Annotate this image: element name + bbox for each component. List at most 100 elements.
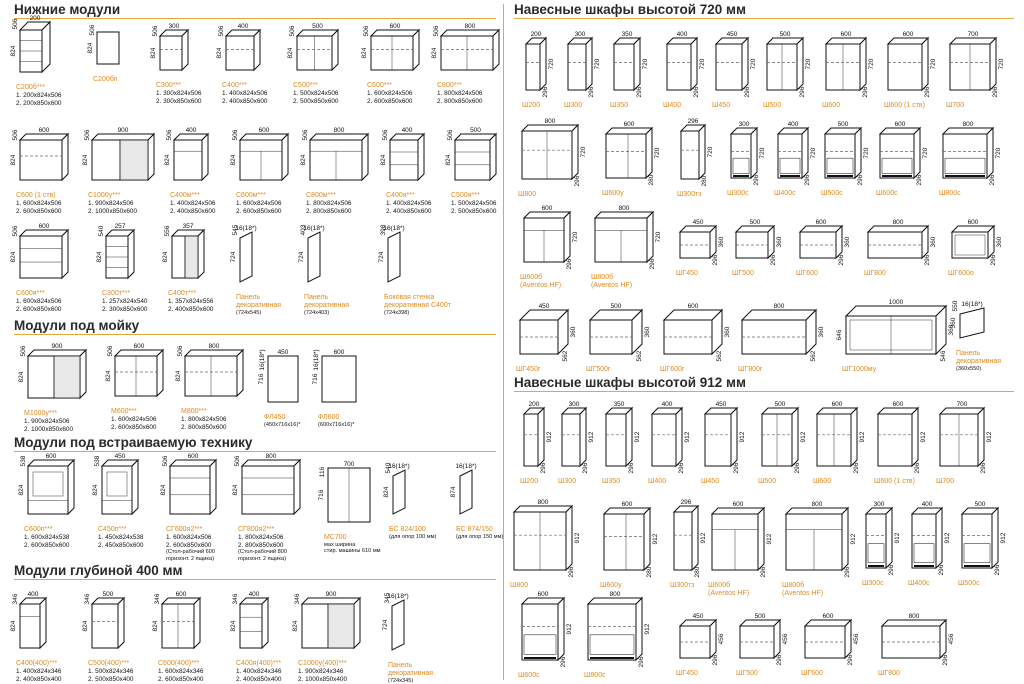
cabinet-side [61, 228, 69, 280]
module-code: Ш200 [522, 102, 541, 109]
module-code: ШГ800 [878, 670, 900, 677]
cabinet-side [39, 596, 47, 650]
dimension-label-left: 824 [216, 47, 223, 58]
module-size-line: 1. 600x824x506 [367, 90, 413, 97]
dimension-label-right: 912 [644, 623, 651, 634]
dimension-label-left: 360 [950, 317, 957, 328]
module-caption: Ш400с [908, 580, 968, 588]
dimension-label-top: 296 [688, 118, 699, 125]
cabinet-side [850, 406, 858, 468]
cabinet-front [881, 625, 941, 659]
dimension-label-top: 600 [39, 127, 50, 134]
cabinet-side [131, 458, 139, 516]
module-size-line: 2. 600x850x400 [158, 675, 204, 683]
dimension-label-top: 800 [909, 613, 920, 620]
module-code: С1000у(400)*** [298, 660, 347, 667]
dimension-label-top: 450 [693, 613, 704, 620]
dimension-label-bottom: 296 [989, 174, 996, 185]
dimension-label-bottom: 296 [804, 174, 811, 185]
dimension-label-right: 360 [948, 324, 955, 335]
dimension-label-right: 360 [644, 326, 651, 337]
dimension-label-top: 400 [788, 121, 799, 128]
dimension-label-left: 824 [87, 42, 94, 53]
dimension-label-top: 357 [183, 223, 194, 230]
dimension-label-right: 720 [750, 58, 757, 69]
dimension-label-right: 720 [654, 147, 661, 158]
module-caption: Ш300тз [677, 191, 731, 199]
dimension-label-top: 600 [895, 121, 906, 128]
cabinet-front [587, 603, 637, 661]
module-caption: С200бп [93, 76, 145, 84]
dimension-label-top: 700 [344, 461, 355, 468]
dimension-label-left: 724 [230, 251, 237, 262]
dimension-label-top: 400 [402, 127, 413, 134]
module-caption: ШГ600 [796, 270, 868, 278]
module-code: Ш400с [774, 190, 796, 197]
dimension-label-bottom: 546 [940, 350, 947, 361]
dimension-label-left: 824 [152, 620, 159, 631]
dimension-label-side: 403 [300, 224, 307, 235]
module-code: Ш200 [520, 478, 539, 485]
cabinet-front [169, 465, 211, 515]
dimension-label-right: 456 [782, 633, 789, 644]
dimension-label-right: 912 [652, 533, 659, 544]
module-code: М600*** [111, 408, 137, 415]
module-caption: Ш600у [600, 582, 676, 590]
module-caption: Ш800 [510, 582, 598, 590]
cabinet-top [740, 309, 818, 321]
dimension-label-side: 540 [385, 462, 392, 473]
dimension-label-bottom: 296 [799, 86, 806, 97]
cabinet-side [921, 224, 929, 260]
module-code: Ш600 (1 ств) [874, 478, 915, 485]
dimension-label-top: 600 [334, 349, 345, 356]
module-caption: Ш800с [939, 190, 1019, 198]
module-caption: Ш300с [862, 580, 918, 588]
cabinet-side [331, 28, 339, 72]
dimension-label-side: 506 [177, 345, 184, 356]
cabinet-side [844, 618, 852, 660]
module-code: Ш800 [510, 582, 529, 589]
dimension-label-side: 506 [12, 129, 19, 140]
open-shelf [954, 234, 986, 256]
dimension-label-top: 600 [39, 223, 50, 230]
panel-shape [387, 231, 401, 283]
cabinet-side [61, 132, 69, 182]
module-code: ФЛ450 [264, 414, 286, 421]
cabinet-side [709, 224, 717, 260]
module-note: (для опор 100 мм) [389, 534, 437, 540]
cabinet-top [938, 407, 986, 415]
dimension-label-top: 800 [610, 591, 621, 598]
module-code: С400т*** [168, 290, 197, 297]
module-code: Ш600у [602, 190, 624, 197]
dimension-label-top: 300 [575, 31, 586, 38]
dimension-label-right: 912 [546, 431, 553, 442]
module-code: Ш600 [813, 478, 832, 485]
cabinet-top [602, 507, 652, 515]
dimension-label-side: 506 [12, 18, 19, 29]
dimension-label-left: 824 [175, 370, 182, 381]
